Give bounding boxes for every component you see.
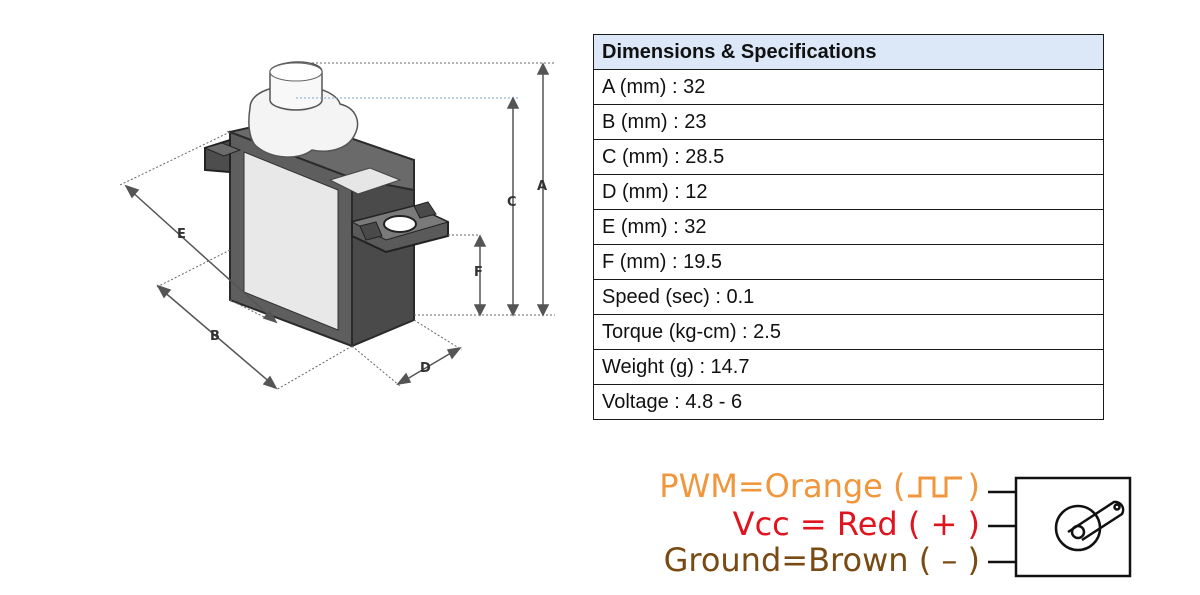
servo-front-label [243, 151, 339, 331]
spec-weight: Weight (g) : 14.7 [593, 349, 1104, 385]
table-row: F (mm) : 19.5 [593, 244, 1104, 280]
dim-label-e: E [177, 227, 186, 242]
servo-box [1014, 476, 1132, 578]
table-row: A (mm) : 32 [593, 69, 1104, 105]
spec-a: A (mm) : 32 [593, 69, 1104, 105]
ground-wire-label: Ground=Brown ( – ) [663, 541, 980, 579]
mount-slot [383, 215, 417, 233]
dimension-arrows [124, 62, 550, 390]
wire-color-legend: PWM=Orange () Vcc = Red ( + ) Ground=Bro… [560, 466, 980, 586]
spec-e: E (mm) : 32 [593, 209, 1104, 245]
table-row: Speed (sec) : 0.1 [593, 279, 1104, 315]
table-title: Dimensions & Specifications [593, 34, 1104, 70]
servo-dimension-diagram: A C F E B D [119, 61, 555, 391]
spec-f: F (mm) : 19.5 [593, 244, 1104, 280]
spec-voltage: Voltage : 4.8 - 6 [593, 384, 1104, 420]
servo-arm [1067, 500, 1125, 542]
table-row: B (mm) : 23 [593, 104, 1104, 140]
spec-d: D (mm) : 12 [593, 174, 1104, 210]
dim-label-c: C [507, 195, 517, 210]
specifications-table: Dimensions & Specifications A (mm) : 32 … [593, 34, 1104, 420]
dimension-guides [119, 62, 555, 391]
table-row: Weight (g) : 14.7 [593, 349, 1104, 385]
dim-label-a: A [537, 179, 547, 194]
servo-output-hub [1054, 504, 1102, 552]
spec-torque: Torque (kg-cm) : 2.5 [593, 314, 1104, 350]
servo-schematic [988, 476, 1132, 578]
dim-label-d: D [420, 361, 431, 376]
pwm-wave-icon [907, 476, 962, 498]
dim-label-b: B [210, 329, 220, 344]
pwm-wire-label: PWM=Orange () [659, 468, 980, 504]
servo-body-side [351, 176, 415, 348]
spec-speed: Speed (sec) : 0.1 [593, 279, 1104, 315]
pwm-close-paren: ) [967, 467, 980, 505]
vcc-wire-label: Vcc = Red ( + ) [732, 505, 980, 543]
table-row: D (mm) : 12 [593, 174, 1104, 210]
pwm-text: PWM=Orange ( [659, 467, 906, 505]
table-header-row: Dimensions & Specifications [593, 34, 1104, 70]
dim-label-f: F [474, 265, 483, 280]
table-row: C (mm) : 28.5 [593, 139, 1104, 175]
spec-c: C (mm) : 28.5 [593, 139, 1104, 175]
spec-b: B (mm) : 23 [593, 104, 1104, 140]
table-row: E (mm) : 32 [593, 209, 1104, 245]
table-row: Torque (kg-cm) : 2.5 [593, 314, 1104, 350]
table-row: Voltage : 4.8 - 6 [593, 384, 1104, 420]
servo-top-sticker [328, 167, 402, 195]
